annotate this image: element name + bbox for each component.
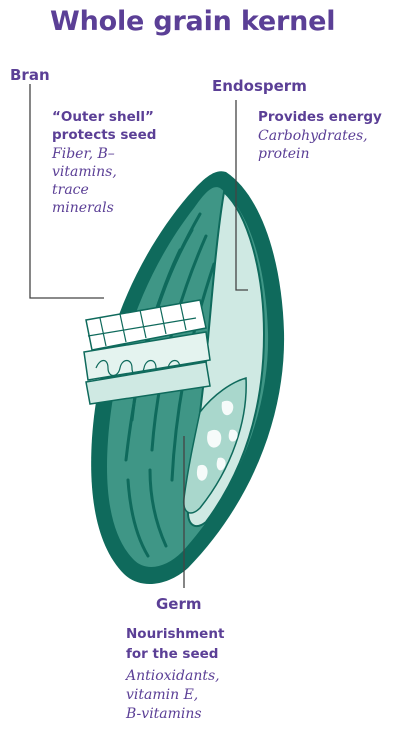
bran-leader [30, 84, 104, 298]
bran-layers [84, 300, 210, 404]
